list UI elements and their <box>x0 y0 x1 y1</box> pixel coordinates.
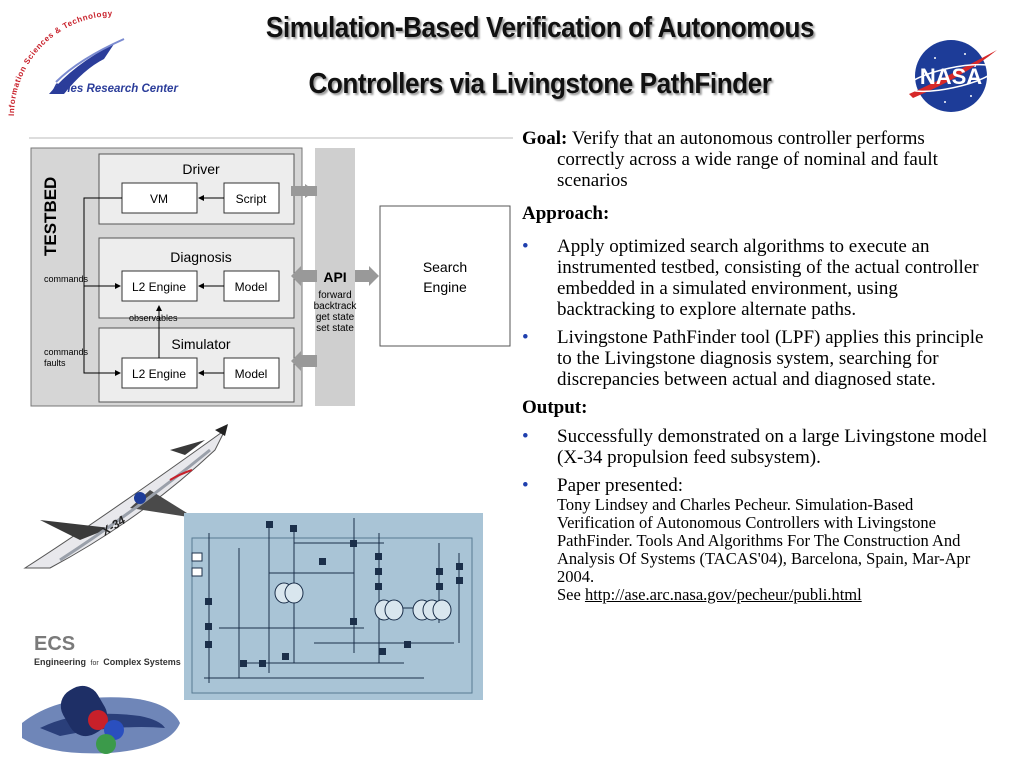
diagnosis-model-label: Model <box>235 280 268 294</box>
list-item: • Successfully demonstrated on a large L… <box>522 426 992 468</box>
content-column: Goal: Verify that an autonomous controll… <box>522 128 992 611</box>
search-engine-label-2: Engine <box>423 279 467 295</box>
list-item: • Apply optimized search algorithms to e… <box>522 236 992 320</box>
x34-spaceplane-image: X-34 <box>20 420 235 575</box>
commands-label-2: commands <box>44 347 89 357</box>
api-label: API <box>323 269 346 285</box>
approach-heading: Approach: <box>522 203 610 224</box>
driver-label: Driver <box>182 161 220 177</box>
ames-swoosh-icon <box>49 44 114 94</box>
observables-label: observables <box>129 313 178 323</box>
ecs-for-text: for <box>91 660 100 667</box>
see-label: See <box>557 585 581 604</box>
output-heading: Output: <box>522 397 588 418</box>
see-line: See http://ase.arc.nasa.gov/pecheur/publ… <box>557 586 992 604</box>
goal-text: Verify that an autonomous controller per… <box>557 128 938 191</box>
publication-link[interactable]: http://ase.arc.nasa.gov/pecheur/publi.ht… <box>584 585 862 604</box>
propulsion-schematic-image <box>184 513 483 700</box>
simulator-l2-engine-label: L2 Engine <box>132 367 186 381</box>
bullet-icon: • <box>522 426 529 447</box>
schematic-drawing <box>191 518 473 694</box>
nasa-logo: NASA <box>905 36 1001 116</box>
output-item-1: Successfully demonstrated on a large Liv… <box>557 426 988 468</box>
approach-item-1: Apply optimized search algorithms to exe… <box>557 236 979 320</box>
simulator-model-label: Model <box>235 367 268 381</box>
ecs-short-text: ECS <box>34 633 75 655</box>
nasa-vector-icon <box>909 50 997 98</box>
list-item: • Paper presented: Tony Lindsey and Char… <box>522 475 992 604</box>
api-op-set-state: set state <box>316 323 354 334</box>
diagnosis-label: Diagnosis <box>170 249 231 265</box>
api-op-forward: forward <box>318 290 351 301</box>
list-item: • Livingstone PathFinder tool (LPF) appl… <box>522 327 992 390</box>
api-op-get-state: get state <box>316 312 355 323</box>
testbed-diagram: TESTBED Driver VM Script Diagnosis L2 En… <box>29 136 513 409</box>
paper-label: Paper presented: <box>557 475 684 496</box>
approach-item-2: Livingstone PathFinder tool (LPF) applie… <box>557 327 984 390</box>
vm-label: VM <box>150 192 168 206</box>
page-title-line1: Simulation-Based Verification of Autonom… <box>265 12 815 44</box>
diagnosis-l2-engine-label: L2 Engine <box>132 280 186 294</box>
ames-logo: Information Sciences & Technology Ames R… <box>4 4 194 120</box>
simulator-label: Simulator <box>171 336 230 352</box>
faults-label: faults <box>44 358 66 368</box>
svg-text:Engineering for Co: Engineering for Complex Systems <box>34 657 181 667</box>
goal-label: Goal: <box>522 128 568 149</box>
commands-label: commands <box>44 274 89 284</box>
page-title-line2: Controllers via Livingstone PathFinder <box>308 68 772 100</box>
script-label: Script <box>236 192 267 206</box>
testbed-label: TESTBED <box>41 177 60 256</box>
ecs-engineering-text: Engineering <box>34 657 86 667</box>
api-op-backtrack: backtrack <box>314 301 358 312</box>
output-list: • Successfully demonstrated on a large L… <box>522 426 992 604</box>
bullet-icon: • <box>522 236 529 257</box>
paper-citation: Tony Lindsey and Charles Pecheur. Simula… <box>557 495 971 586</box>
search-engine-label-1: Search <box>423 259 467 275</box>
bullet-icon: • <box>522 475 529 496</box>
ecs-complex-systems-text: Complex Systems <box>103 657 181 667</box>
goal-paragraph: Goal: Verify that an autonomous controll… <box>522 128 992 191</box>
approach-list: • Apply optimized search algorithms to e… <box>522 236 992 390</box>
ames-center-text: Ames Research Center <box>51 83 178 95</box>
bullet-icon: • <box>522 327 529 348</box>
ecs-logo: ECS Engineering for Complex Systems <box>20 628 190 764</box>
